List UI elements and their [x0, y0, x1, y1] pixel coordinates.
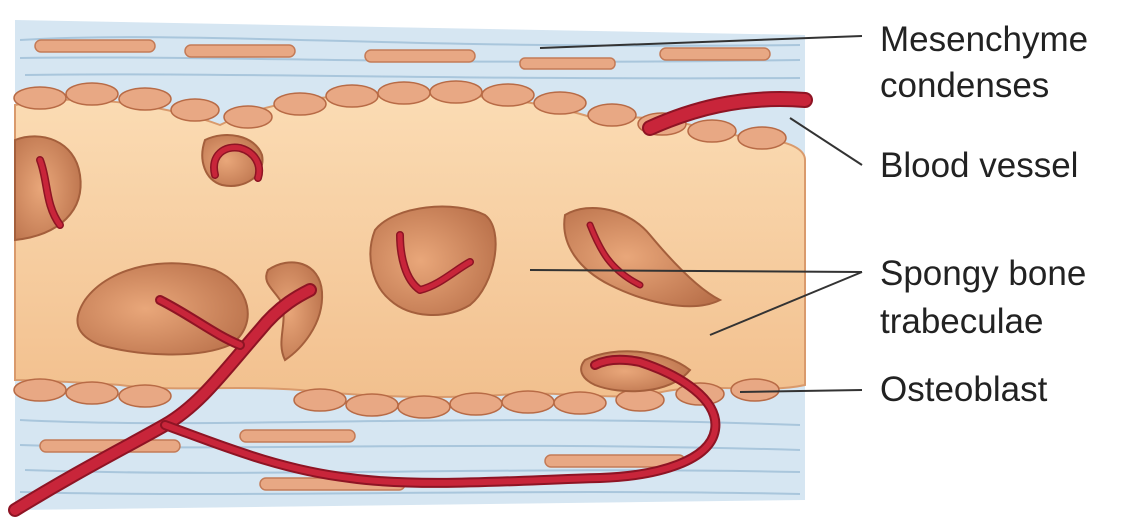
label-spongy-line2: trabeculae: [880, 298, 1043, 346]
label-mesenchyme-line2: condenses: [880, 62, 1049, 110]
label-blood-vessel: Blood vessel: [880, 142, 1078, 190]
label-mesenchyme-line1: Mesenchyme: [880, 16, 1088, 64]
label-spongy-line1: Spongy bone: [880, 250, 1086, 298]
label-osteoblast: Osteoblast: [880, 366, 1047, 414]
